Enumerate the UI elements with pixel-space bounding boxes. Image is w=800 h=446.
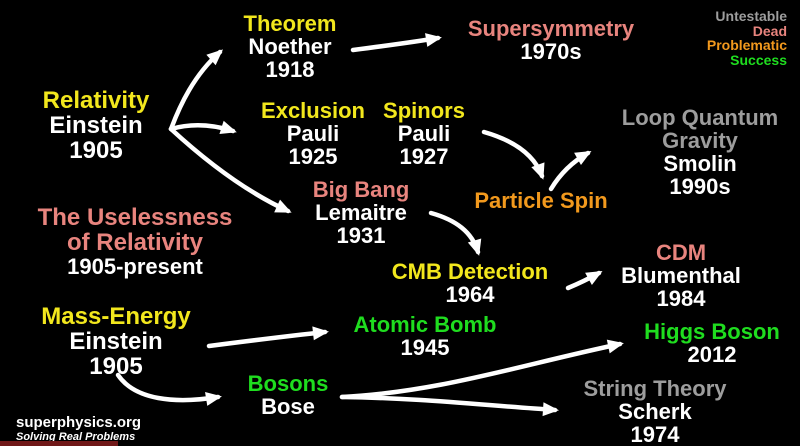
- status-legend: Untestable Dead Problematic Success: [707, 9, 787, 67]
- node-title: Particle Spin: [474, 188, 608, 213]
- node-title: Theorem: [243, 11, 337, 36]
- arrow-relativity-theorem: [168, 49, 223, 132]
- node-year: 2012: [687, 342, 737, 368]
- node-title: Big Bang: [312, 177, 410, 202]
- node-title: Mass-Energy: [41, 303, 191, 330]
- brand-tagline: Solving Real Problems: [16, 431, 136, 443]
- node-year: 1931: [336, 223, 386, 249]
- node-title: CMB Detection: [391, 259, 549, 284]
- legend-item-problematic: Problematic: [706, 37, 787, 53]
- node-title: The Uselessness of Relativity: [37, 204, 233, 257]
- node-stringtheory: String Theory Scherk 1974: [583, 377, 726, 446]
- node-uselessness: The Uselessness of Relativity 1905-prese…: [29, 204, 241, 280]
- node-person: Blumenthal: [621, 263, 741, 289]
- node-year: 1970s: [520, 39, 582, 65]
- node-person: Smolin: [663, 151, 737, 177]
- node-year: 1905: [69, 137, 123, 165]
- node-theorem: Theorem Noether 1918: [244, 12, 337, 81]
- arrow-relativity-exclusion: [168, 120, 237, 135]
- arrow-cmb-cdm: [565, 270, 603, 291]
- node-person: Einstein: [49, 112, 143, 140]
- node-higgs: Higgs Boson 2012: [644, 320, 780, 366]
- node-title: Spinors: [383, 98, 465, 123]
- arrow-bosons-stringtheory: [339, 394, 559, 417]
- node-year: 1964: [445, 282, 495, 308]
- node-title: Higgs Boson: [644, 319, 780, 344]
- node-title: Bosons: [247, 371, 329, 396]
- node-cmb-detection: CMB Detection 1964: [392, 260, 548, 306]
- legend-item-success: Success: [730, 51, 787, 68]
- node-title: Supersymmetry: [467, 16, 635, 41]
- arrow-particlespin-lqg: [548, 150, 592, 192]
- legend-item-dead: Dead: [752, 22, 787, 39]
- arrow-massenergy-bosons: [115, 372, 222, 406]
- node-year: 1974: [630, 422, 680, 446]
- node-year: 1990s: [669, 174, 731, 200]
- node-title: String Theory: [583, 376, 727, 401]
- node-year: 1984: [656, 286, 706, 312]
- node-bigbang: Big Bang Lemaitre 1931: [313, 178, 410, 247]
- arrow-noether-supersymmetry: [350, 33, 442, 53]
- node-person: Pauli: [286, 121, 340, 147]
- legend-item-untestable: Untestable: [715, 8, 787, 24]
- brand-site: superphysics.org: [16, 414, 142, 431]
- node-title: Exclusion: [261, 98, 365, 123]
- node-particlespin: Particle Spin: [474, 189, 607, 212]
- node-person: Einstein: [69, 328, 163, 356]
- node-loop-quantum-gravity: Loop Quantum Gravity Smolin 1990s: [610, 106, 790, 198]
- node-year: 1905-present: [67, 254, 203, 280]
- node-title: Relativity: [42, 87, 150, 114]
- node-person: Lemaitre: [315, 200, 407, 226]
- arrow-bosons-higgs: [339, 339, 624, 400]
- node-cdm: CDM Blumenthal 1984: [621, 241, 741, 310]
- arrow-bigbang-cmb: [428, 210, 482, 256]
- node-year: 1918: [265, 57, 315, 83]
- node-person: Pauli: [397, 121, 451, 147]
- node-year: 1945: [400, 335, 450, 361]
- node-relativity: Relativity Einstein 1905: [43, 88, 150, 164]
- node-atomicbomb: Atomic Bomb 1945: [354, 313, 497, 359]
- node-person: Noether: [248, 34, 332, 60]
- node-person: Scherk: [618, 399, 692, 425]
- node-year: 1927: [399, 144, 449, 170]
- node-title: Atomic Bomb: [353, 312, 497, 337]
- brand: superphysics.org Solving Real Problems: [16, 414, 142, 444]
- node-massenergy: Mass-Energy Einstein 1905: [41, 304, 190, 380]
- node-exclusion: Exclusion Pauli 1925: [261, 99, 365, 168]
- brand-bar: [0, 441, 118, 446]
- arrow-spinors-particlespin: [481, 129, 545, 180]
- node-year: 1905: [89, 353, 143, 381]
- node-title: CDM: [655, 240, 707, 265]
- node-year: 1925: [288, 144, 338, 170]
- node-person: Bose: [261, 394, 315, 420]
- node-supersymmetry: Supersymmetry 1970s: [468, 17, 634, 63]
- node-bosons: Bosons Bose: [248, 372, 329, 418]
- arrow-relativity-bigbang: [168, 126, 292, 214]
- arrow-massenergy-atomicbomb: [206, 326, 329, 349]
- node-spinors: Spinors Pauli 1927: [383, 99, 465, 168]
- node-title: Loop Quantum Gravity: [621, 105, 779, 154]
